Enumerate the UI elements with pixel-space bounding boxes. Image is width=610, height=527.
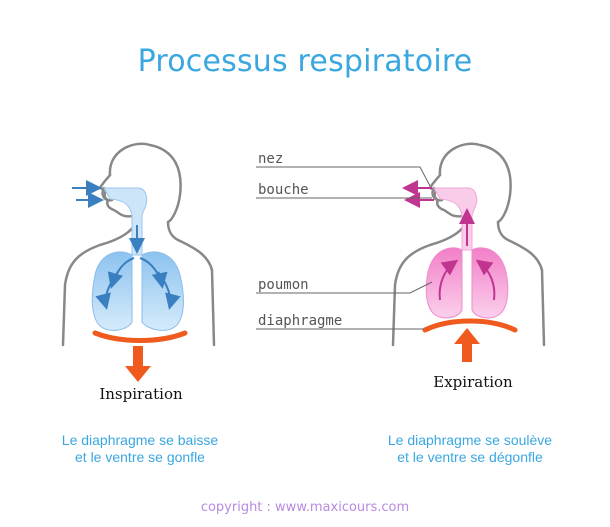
- diaphragm-left: [92, 330, 188, 343]
- lung-right-expiration-1: [425, 247, 463, 319]
- lung-left-inspiration-2: [141, 251, 184, 331]
- airway-left: [103, 187, 148, 256]
- up-arrow-expiration: [454, 328, 480, 362]
- label-lung: poumon: [258, 277, 309, 293]
- label-diaphragm: diaphragme: [258, 313, 342, 329]
- expiration-label: Expiration: [433, 373, 513, 391]
- diaphragm-right: [422, 318, 518, 333]
- expiration-figure: Expiration: [391, 142, 546, 391]
- inspiration-caption: Le diaphragme se baisse et le ventre se …: [61, 432, 219, 465]
- label-mouth: bouche: [258, 182, 309, 198]
- expiration-caption: Le diaphragme se soulève et le ventre se…: [387, 432, 553, 465]
- label-nose: nez: [258, 151, 283, 167]
- inspiration-label: Inspiration: [99, 385, 183, 403]
- inspiration-figure: Inspiration: [61, 142, 216, 403]
- lung-right-expiration-2: [471, 247, 509, 319]
- page-title: Processus respiratoire: [137, 44, 473, 79]
- anatomy-labels: nez bouche poumon diaphragme: [256, 151, 433, 330]
- copyright-notice: copyright : www.maxicours.com: [200, 500, 410, 515]
- down-arrow-inspiration: [125, 346, 151, 382]
